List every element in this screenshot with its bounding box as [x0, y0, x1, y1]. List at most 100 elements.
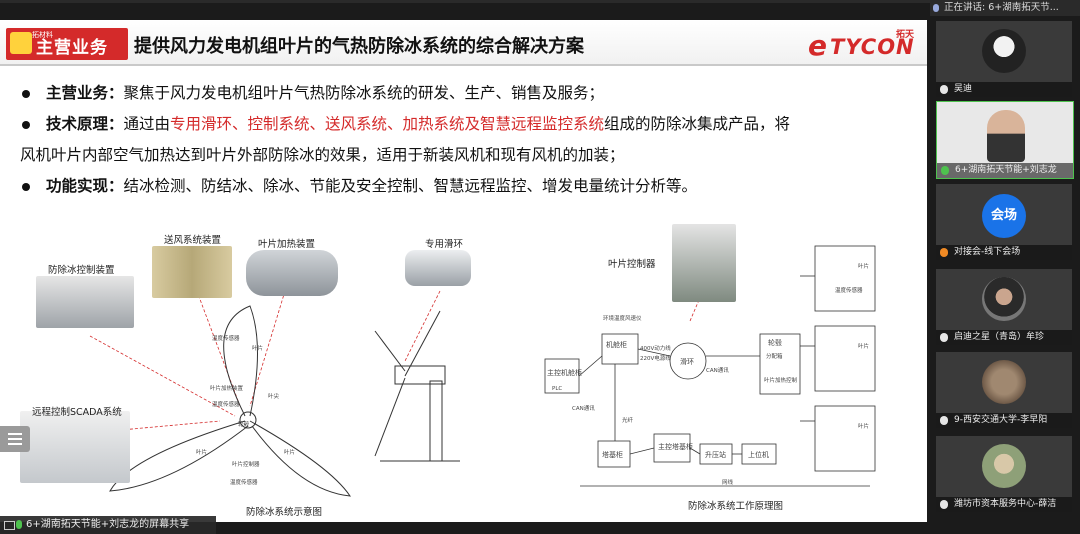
bullet-text: 结冰检测、防结冰、除冰、节能及安全控制、智慧远程监控、增发电量统计分析等。 [124, 177, 698, 195]
schematic-box-label: 上位机 [748, 450, 769, 460]
tiny-label: 分配箱 [766, 352, 783, 360]
heater-device-image [246, 250, 338, 296]
mic-icon [940, 85, 948, 94]
label-fan-device: 送风系统装置 [164, 232, 221, 246]
participant-name-bar: 对接会-线下会场 [936, 245, 1072, 260]
participant-name-bar: 9-西安交通大学-李早阳 [936, 413, 1072, 428]
avatar [982, 444, 1026, 488]
control-device-image [36, 276, 134, 328]
speaking-text: 正在讲话: 6+湖南拓天节... [944, 2, 1059, 13]
participant-name: 6+湖南拓天节能+刘志龙 [955, 165, 1057, 175]
schematic-box-label: 滑环 [680, 357, 694, 367]
badge-logo-icon [10, 32, 32, 54]
participant-name: 吴迪 [954, 84, 972, 94]
bullet-label: 主营业务： [46, 84, 124, 102]
avatar [982, 29, 1026, 73]
participant-name: 9-西安交通大学-李早阳 [954, 415, 1047, 425]
brand-mark-icon: e [808, 29, 827, 62]
tiny-label: 网线 [722, 478, 733, 486]
participant-name: 启迪之星（青岛）牟珍 [954, 332, 1044, 342]
slide-title: 提供风力发电机组叶片的气热防除冰系统的综合解决方案 [134, 32, 584, 58]
top-bar [0, 0, 1080, 3]
shared-slide: 拓材料 主营业务 提供风力发电机组叶片的气热防除冰系统的综合解决方案 e TYC… [0, 20, 927, 522]
schematic-box-label: 塔基柜 [602, 450, 623, 460]
mic-icon [940, 416, 948, 425]
mic-icon [940, 333, 948, 342]
participant-tile[interactable]: 9-西安交通大学-李早阳 [936, 352, 1072, 428]
bullet-highlight: 专用滑环、控制系统、送风系统、加热系统及智慧远程监控系统 [170, 115, 604, 133]
tiny-label: 温度传感器 [230, 478, 258, 486]
participant-name-bar: 6+湖南拓天节能+刘志龙 [937, 163, 1073, 178]
participant-name: 对接会-线下会场 [954, 247, 1020, 257]
schematic-box-label: 升压站 [705, 450, 726, 460]
tiny-label: 叶片 [858, 342, 869, 350]
section-badge: 拓材料 主营业务 [6, 28, 128, 60]
participant-name-bar: 潍坊市资本服务中心-薛洁 [936, 497, 1072, 512]
tiny-label: PLC [552, 386, 562, 392]
bullet-continuation: 风机叶片内部空气加热达到叶片外部防除冰的效果，适用于新装风机和现有风机的加装； [20, 140, 900, 171]
label-scada: 远程控制SCADA系统 [32, 404, 122, 418]
avatar [982, 277, 1026, 321]
participant-tile[interactable]: 潍坊市资本服务中心-薛洁 [936, 436, 1072, 512]
mic-icon [933, 4, 939, 12]
tiny-label: 温度传感器 [835, 286, 863, 294]
participant-tile-active[interactable]: 6+湖南拓天节能+刘志龙 [936, 101, 1074, 179]
brand-logo: e TYCON 拓天 [808, 27, 918, 59]
avatar [982, 360, 1026, 404]
tiny-label: 220V电源线 [640, 354, 671, 362]
participant-name-bar: 启迪之星（青岛）牟珍 [936, 330, 1072, 345]
screen-share-label: 6+湖南拓天节能+刘志龙的屏幕共享 [26, 519, 189, 530]
slipring-image [405, 250, 471, 286]
schematic-box-label: 轮毂 [768, 338, 782, 348]
tiny-label: 叶尖 [268, 392, 279, 400]
mic-icon [940, 500, 948, 509]
label-heater-device: 叶片加热装置 [258, 236, 315, 250]
schematic-box-label: 主控机舱柜 [547, 368, 582, 378]
mic-icon [941, 166, 949, 175]
bullet-dot-icon [22, 183, 30, 191]
tiny-label: 温度传感器 [212, 400, 240, 408]
bullet-text-post: 组成的防除冰集成产品，将 [604, 115, 790, 133]
participant-name-bar: 吴迪 [936, 82, 1072, 97]
tiny-label: 环境温度风速仪 [603, 314, 642, 322]
screen-share-icon [4, 521, 15, 530]
bullet-text-pre: 通过由 [124, 115, 171, 133]
tiny-label: 叶片 [196, 448, 207, 456]
tiny-label: 400V动力线 [640, 344, 671, 352]
bullet-dot-icon [22, 121, 30, 129]
tiny-label: 叶片控制器 [232, 460, 260, 468]
speaking-indicator: 正在讲话: 6+湖南拓天节... [930, 0, 1080, 16]
diagram-area: 防除冰控制装置 送风系统装置 叶片加热装置 专用滑环 远程控制SCADA系统 防… [0, 216, 927, 522]
brand-cn: 拓天 [896, 27, 914, 40]
label-slipring: 专用滑环 [425, 236, 463, 250]
tiny-label: 光纤 [622, 416, 633, 424]
bullet-text: 聚焦于风力发电机组叶片气热防除冰系统的研发、生产、销售及服务； [124, 84, 605, 102]
bullet-label: 技术原理： [46, 115, 124, 133]
tiny-label: 叶片 [858, 422, 869, 430]
tiny-label: CAN通讯 [706, 366, 729, 374]
scada-image [20, 411, 130, 483]
bullet-dot-icon [22, 90, 30, 98]
blade-controller-image [672, 224, 736, 302]
label-control-device: 防除冰控制装置 [48, 262, 115, 276]
participant-tile[interactable]: 吴迪 [936, 21, 1072, 97]
participant-name: 潍坊市资本服务中心-薛洁 [954, 499, 1056, 509]
participant-tile[interactable]: 启迪之星（青岛）牟珍 [936, 269, 1072, 345]
tiny-label: 叶片加热装置 [210, 384, 243, 392]
fan-device-image [152, 246, 232, 298]
label-blade-controller: 叶片控制器 [608, 256, 656, 270]
screen-share-bar[interactable]: 6+湖南拓天节能+刘志龙的屏幕共享 [0, 516, 216, 534]
venue-avatar: 会场 [982, 194, 1026, 238]
menu-toggle-icon[interactable] [0, 426, 30, 452]
right-diagram-caption: 防除冰系统工作原理图 [688, 498, 783, 512]
bullet-business: 主营业务：聚焦于风力发电机组叶片气热防除冰系统的研发、生产、销售及服务； [20, 78, 900, 109]
avatar [987, 110, 1025, 162]
mic-icon [16, 520, 22, 529]
bullet-principle: 技术原理：通过由专用滑环、控制系统、送风系统、加热系统及智慧远程监控系统组成的防… [20, 109, 900, 140]
mic-icon [940, 248, 948, 257]
tiny-label: 叶片 [858, 262, 869, 270]
tiny-label: CAN通讯 [572, 404, 595, 412]
badge-label: 主营业务 [36, 33, 108, 58]
participant-tile[interactable]: 会场 对接会-线下会场 [936, 184, 1072, 260]
bullet-list: 主营业务：聚焦于风力发电机组叶片气热防除冰系统的研发、生产、销售及服务； 技术原… [20, 78, 900, 202]
